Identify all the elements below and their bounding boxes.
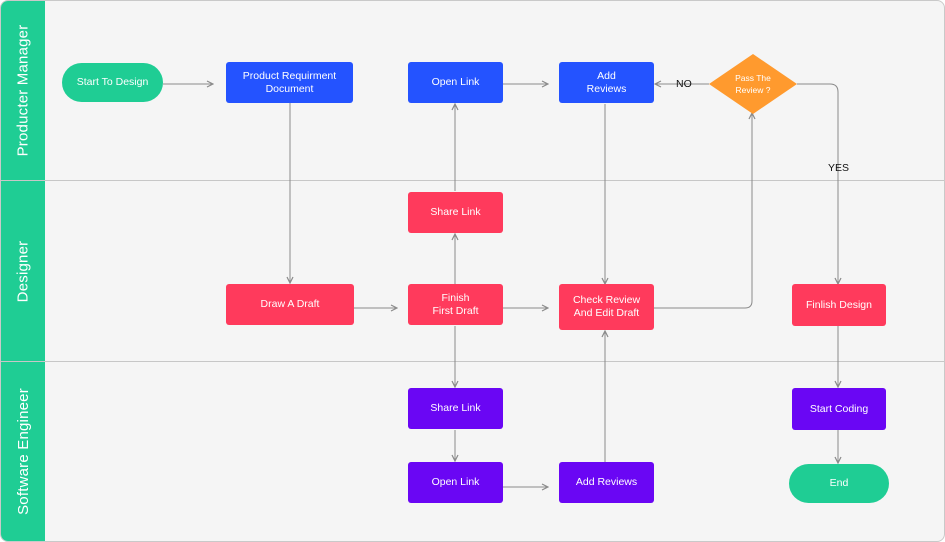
- pm-open-link-step[interactable]: Open Link: [408, 62, 503, 103]
- designer-share-link-step[interactable]: Share Link: [408, 192, 503, 233]
- edge-check-review-to-decision: [654, 113, 752, 309]
- lane-header-product-manager: Producter Manager: [1, 1, 45, 180]
- pass-review-decision[interactable]: Pass The Review ?: [709, 54, 797, 114]
- finish-design-step[interactable]: Finlish Design: [792, 284, 886, 326]
- se-share-link-step[interactable]: Share Link: [408, 388, 503, 429]
- edge-label-yes: YES: [828, 162, 850, 174]
- se-add-reviews-step[interactable]: Add Reviews: [559, 462, 654, 503]
- lane-divider: [1, 180, 944, 181]
- end-terminal[interactable]: End: [789, 464, 889, 503]
- lane-divider: [1, 361, 944, 362]
- prd-step[interactable]: Product Requirment Document: [226, 62, 353, 103]
- decision-label: Pass The Review ?: [735, 73, 771, 95]
- se-open-link-step[interactable]: Open Link: [408, 462, 503, 503]
- edge-label-no: NO: [676, 78, 692, 90]
- lane-header-software-engineer: Software Engineer: [1, 362, 45, 541]
- edge-decision-yes-to-finish-design: [797, 83, 838, 284]
- finish-first-draft-step[interactable]: Finish First Draft: [408, 284, 503, 325]
- check-review-step[interactable]: Check Review And Edit Draft: [559, 284, 654, 330]
- pm-add-reviews-step[interactable]: Add Reviews: [559, 62, 654, 103]
- draw-draft-step[interactable]: Draw A Draft: [226, 284, 354, 325]
- start-terminal[interactable]: Start To Design: [62, 63, 163, 102]
- decision-diamond-shape: [709, 54, 797, 114]
- lane-header-designer: Designer: [1, 181, 45, 361]
- start-coding-step[interactable]: Start Coding: [792, 388, 886, 430]
